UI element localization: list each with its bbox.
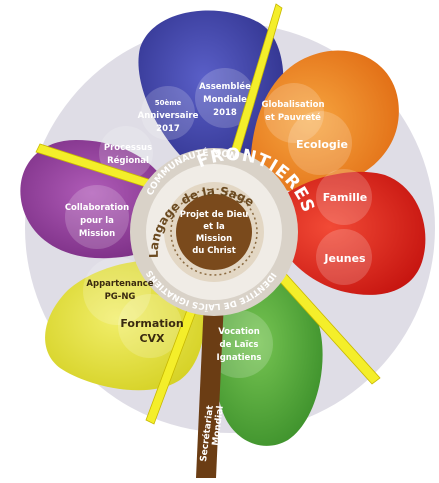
orange-label-1-line-1: Globalisation: [261, 100, 324, 110]
purple-label-2-line-2: pour la: [80, 216, 114, 226]
purple-label-1-line-2: Régional: [107, 155, 149, 166]
blue-label-1-line-3: 2017: [156, 124, 180, 134]
center-line-2: et la: [203, 222, 225, 232]
yellow-label-1-line-2: PG-NG: [105, 292, 136, 302]
red-label-1: Famille: [323, 191, 368, 204]
stem-label-line-2: Mondial: [211, 405, 226, 446]
green-petal: [215, 273, 323, 446]
purple-labels: Processus Régional Collaboration pour la…: [65, 143, 152, 239]
petal-highlights: [65, 68, 372, 378]
purple-label-2-line-3: Mission: [79, 229, 115, 239]
center-text: Projet de Dieu et la Mission du Christ: [180, 210, 249, 256]
center-dotted-ring: [170, 188, 258, 276]
green-label-line-2: de Laïcs: [220, 340, 259, 350]
yellow-labels: Appartenance PG-NG Formation CVX: [86, 279, 183, 345]
orange-label-2: Ecologie: [296, 138, 348, 151]
blue-labels: 50ème Anniversaire 2017 Assemblée Mondia…: [138, 81, 252, 134]
purple-label-2-line-1: Collaboration: [65, 203, 129, 213]
red-labels: Famille Jeunes: [323, 191, 368, 265]
center-disc: [176, 194, 252, 270]
center-line-4: du Christ: [192, 246, 236, 256]
green-label-line-3: Ignatiens: [217, 353, 262, 363]
purple-label-1-line-1: Processus: [104, 143, 152, 153]
orange-labels: Globalisation et Pauvreté Ecologie: [261, 100, 348, 151]
blue-label-1-line-2: Anniversaire: [138, 111, 199, 121]
red-petal: [266, 171, 426, 295]
yellow-label-1-line-1: Appartenance: [86, 279, 153, 289]
center-line-3: Mission: [196, 234, 232, 244]
green-label-line-1: Vocation: [218, 327, 260, 337]
yellow-label-2-line-1: Formation: [120, 317, 183, 330]
red-label-2: Jeunes: [323, 252, 366, 265]
blue-label-2-line-3: 2018: [213, 108, 237, 118]
orange-petal: [250, 50, 399, 191]
blue-label-1-line-1: 50ème: [155, 99, 182, 107]
orange-label-1-line-2: et Pauvreté: [265, 112, 321, 123]
light-rays: [35, 3, 381, 425]
yellow-label-2-line-2: CVX: [139, 332, 165, 345]
center-line-1: Projet de Dieu: [180, 210, 249, 220]
blue-petal: [138, 10, 284, 181]
green-labels: Vocation de Laïcs Ignatiens: [217, 327, 262, 363]
blue-label-2-line-1: Assemblée: [199, 81, 251, 92]
stem: [196, 300, 224, 478]
blue-label-2-line-2: Mondiale: [203, 95, 247, 105]
